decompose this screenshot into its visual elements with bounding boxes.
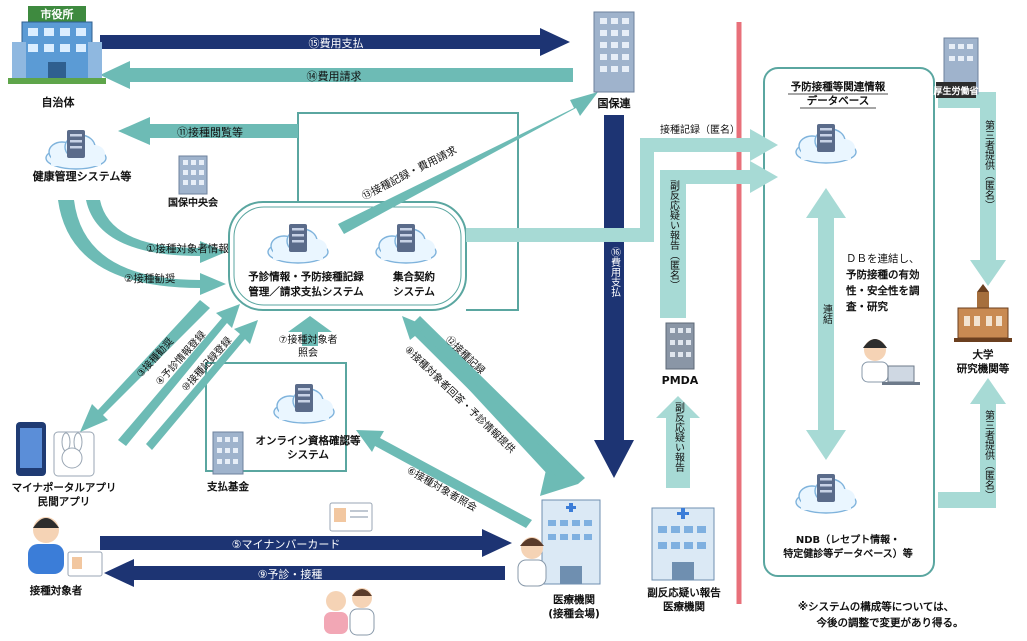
arrow-11-label: ⑪接種閲覧等 — [177, 125, 243, 139]
vaccine-record-anon-label: 接種記録（匿名） — [660, 123, 740, 136]
ndb-label-2: 特定健診等データベース）等 — [783, 547, 913, 560]
kokuho-chuokai-building-icon — [178, 155, 208, 195]
university-icon — [954, 284, 1012, 342]
arrow-11 — [118, 117, 298, 145]
analysis-text-4: 査・研究 — [845, 300, 888, 313]
pmda-building-icon — [665, 322, 695, 370]
ndb-label-1: NDB（レセプト情報・ — [796, 533, 900, 546]
arrow-2 — [58, 200, 226, 295]
arrow-14 — [100, 61, 573, 89]
third-party-1-label: 第三者提供（匿名） — [983, 119, 995, 210]
main-system-label-1: 予診情報・予防接種記録 — [248, 270, 364, 283]
arrow-9-up — [402, 316, 565, 476]
arrow-10 — [146, 320, 258, 450]
vaccine-db-label-1: 予防接種等関連情報 — [791, 80, 886, 93]
arrow-14-label: ⑭費用請求 — [307, 69, 362, 83]
arrow-third-party-2 — [938, 378, 1006, 508]
mhlw-building-icon — [936, 37, 979, 98]
portal-label-2: 民間アプリ — [38, 495, 91, 508]
smartphone-icon — [16, 422, 46, 476]
doctor-icon — [517, 537, 547, 587]
online-system-frame — [205, 362, 347, 472]
arrow-4 — [118, 304, 240, 446]
vaccination-scene-icon — [324, 588, 375, 636]
side-effect-hospital-label-1: 副反応疑い報告 — [647, 586, 721, 599]
mynumber-card-icon — [67, 551, 103, 577]
university-label-1: 大学 — [973, 348, 994, 361]
arrow-9-label: ⑨予診・接種 — [258, 567, 323, 581]
footnote-2: 今後の調整で変更があり得る。 — [816, 616, 964, 629]
arrow-6 — [356, 430, 532, 528]
medical-label-1: 医療機関 — [553, 593, 595, 606]
researcher-icon — [861, 339, 920, 385]
arrow-side-effect — [656, 396, 700, 488]
database-group-frame — [763, 67, 935, 577]
online-system-label-1: オンライン資格確認等 — [256, 434, 361, 447]
online-system-label-2: システム — [287, 449, 329, 461]
vaccine-db-server-icon — [795, 124, 857, 164]
mhlw-sign: 厚生労働省 — [933, 85, 978, 97]
vaccine-db-label-2: データベース — [807, 94, 869, 107]
arrow-5 — [100, 529, 512, 557]
arrow-15-label: ⑮費用支払 — [309, 36, 364, 50]
id-card-icon — [329, 502, 373, 532]
city-hall-sign: 市役所 — [41, 7, 74, 21]
link-label: 連結 — [821, 303, 833, 325]
arrow-16 — [594, 115, 634, 478]
ndb-server-icon — [795, 474, 857, 514]
recipient-label: 接種対象者 — [30, 584, 83, 597]
arrow-1 — [86, 200, 226, 263]
analysis-text-2: 予防接種の有効 — [846, 268, 920, 281]
pmda-label: PMDA — [662, 374, 699, 387]
payment-fund-label: 支払基金 — [206, 480, 249, 493]
university-label-2: 研究機関等 — [957, 362, 1010, 375]
arrow-link — [806, 188, 846, 460]
health-system-server-icon — [45, 130, 107, 170]
side-effect-anon-label: 副反応疑い報告（匿名） — [668, 180, 680, 290]
arrow-vaccine-record-anon — [466, 129, 778, 242]
health-system-label: 健康管理システム等 — [33, 169, 132, 183]
main-system-label-2: 管理／請求支払システム — [248, 285, 364, 298]
arrow-16-label: ⑯費用支払 — [609, 247, 621, 297]
third-party-2-label: 第三者提供（匿名） — [983, 409, 995, 500]
mynaportal-mascot-icon — [53, 431, 95, 477]
hospital-icon — [541, 499, 601, 585]
arrow-side-effect-anon — [660, 161, 778, 318]
arrow-third-party-1 — [938, 92, 1006, 286]
arrow-9 — [104, 559, 505, 587]
online-system-server-icon — [273, 384, 335, 424]
footnote-1: ※システムの構成等については、 — [798, 600, 954, 613]
collective-system-label-1: 集合契約 — [392, 270, 435, 283]
portal-label-1: マイナポータルアプリ — [12, 481, 117, 494]
arrow-7-label-2: 照会 — [298, 346, 318, 359]
arrow-13 — [338, 92, 598, 234]
arrow-2-label: ②接種勧奨 — [124, 272, 176, 285]
municipality-label: 自治体 — [42, 95, 76, 109]
analysis-text-3: 性・安全性を調 — [846, 284, 920, 297]
collective-system-label-2: システム — [393, 286, 435, 298]
kokuhoren-label: 国保連 — [598, 96, 632, 110]
city-hall-icon — [8, 6, 106, 84]
arrow-3 — [80, 300, 210, 432]
kokuho-chuokai-label: 国保中央会 — [168, 196, 218, 209]
person-icon — [28, 517, 64, 574]
side-effect-report-label: 副反応疑い報告 — [673, 402, 685, 473]
payment-fund-building-icon — [212, 431, 244, 475]
medical-label-2: (接種会場) — [548, 607, 600, 620]
side-effect-hospital-icon — [651, 507, 715, 581]
arrow-5-label: ⑤マイナンバーカード — [232, 538, 341, 551]
arrow-15 — [100, 28, 570, 56]
analysis-text-1: ＤＢを連結し、 — [846, 252, 920, 265]
kokuhoren-building-icon — [593, 11, 635, 93]
side-effect-hospital-label-2: 医療機関 — [663, 600, 705, 613]
arrow-1-label: ①接種対象者情報 — [146, 242, 229, 255]
arrow-7-label-1: ⑦接種対象者 — [279, 333, 338, 346]
arrow-7 — [288, 316, 332, 346]
